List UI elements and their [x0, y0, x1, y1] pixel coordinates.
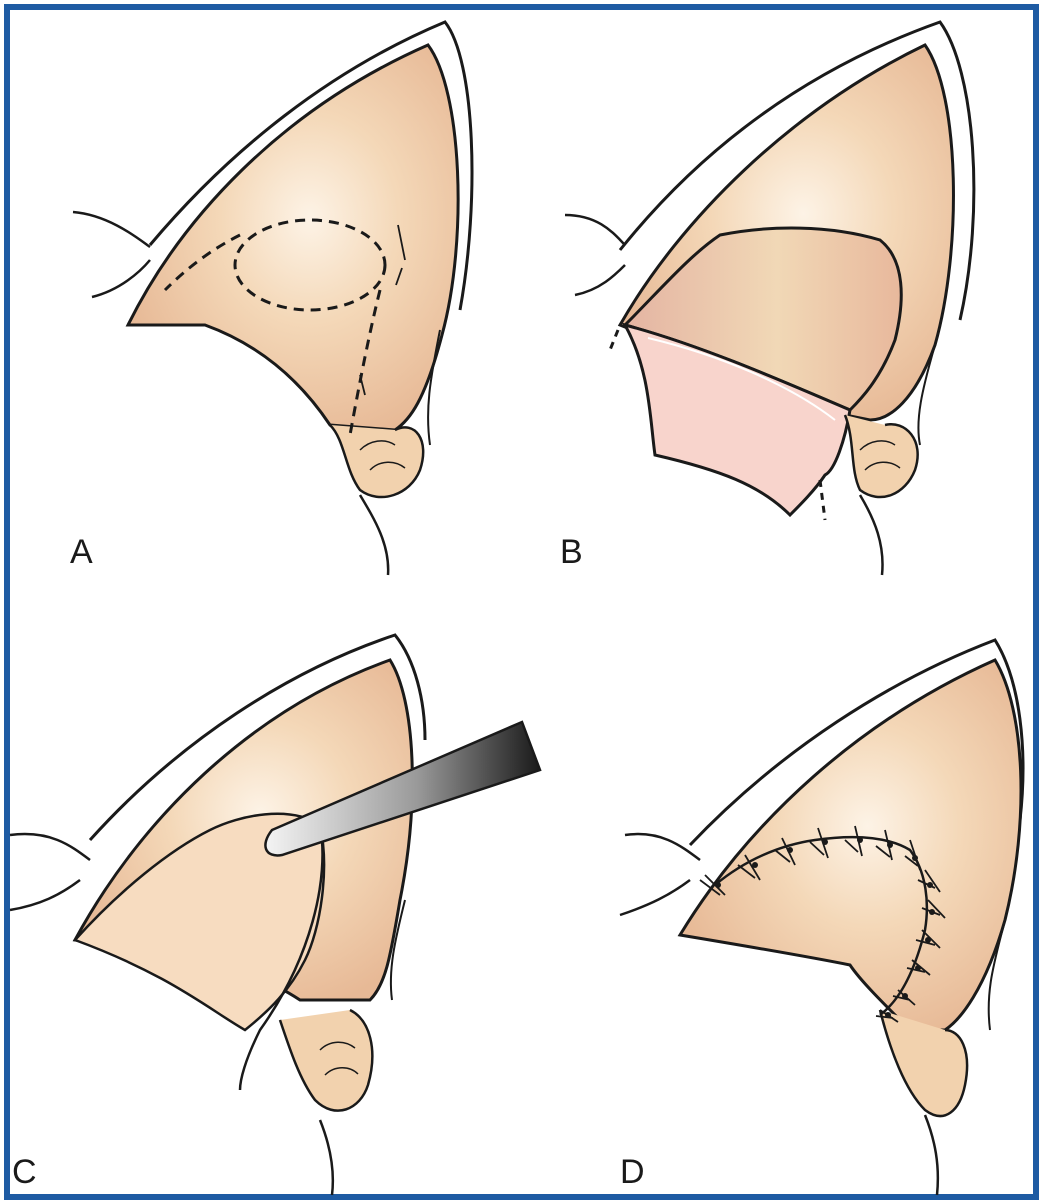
instrument-probe-icon: [264, 720, 542, 857]
flap-underside-b: [621, 322, 852, 518]
incision-left-a: [163, 233, 241, 292]
head-contour-c: [9, 832, 91, 912]
flap-edge-c: [238, 824, 324, 1091]
hair-marks-a: [359, 224, 406, 396]
head-contour-a: [72, 210, 151, 299]
panel-b-drawing: [564, 20, 976, 576]
panel-label-c: C: [12, 1153, 37, 1191]
neck-contour-a: [358, 494, 390, 576]
ear-outer-rim-b: [618, 20, 976, 321]
ear-fold-lines-c: [319, 1041, 359, 1076]
ear-fold-lines-a: [359, 440, 406, 471]
head-contour-d: [619, 832, 701, 917]
ear-outer-rim-c: [88, 633, 427, 842]
flap-sheet-c: [72, 812, 326, 1032]
suture-line-icon: [714, 835, 929, 1016]
head-contour-b: [564, 213, 626, 297]
ear-fold-b: [843, 414, 919, 499]
right-rim-b: [917, 344, 936, 446]
right-rim-c: [389, 899, 406, 1001]
neck-contour-d: [923, 1114, 940, 1196]
right-rim-a: [427, 329, 441, 446]
suture-knots: [715, 837, 935, 1018]
neck-contour-c: [318, 1119, 335, 1196]
ear-outer-rim-d: [688, 638, 1025, 847]
neck-contour-b: [858, 494, 884, 576]
ear-fold-d: [878, 1009, 969, 1118]
ear-fold-lines-b: [859, 440, 901, 471]
ear-pinna-a: [125, 43, 460, 432]
dash-bottom-b: [818, 479, 827, 521]
panel-c-drawing: [9, 633, 542, 1196]
panel-label-d: D: [620, 1153, 645, 1191]
incision-ellipse-a: [233, 218, 387, 312]
right-rim-d: [987, 919, 1006, 1031]
incision-right-a: [348, 289, 382, 436]
panel-a-drawing: [72, 20, 474, 576]
panel-d-drawing: [619, 638, 1025, 1196]
dash-left-b: [608, 329, 620, 351]
flap-highlight-b: [647, 337, 836, 421]
panel-label-a: A: [70, 533, 93, 571]
ear-fold-c: [278, 1008, 374, 1112]
ear-outer-rim-a: [148, 20, 474, 311]
ear-fold-a: [329, 424, 425, 499]
panel-label-b: B: [560, 533, 583, 571]
